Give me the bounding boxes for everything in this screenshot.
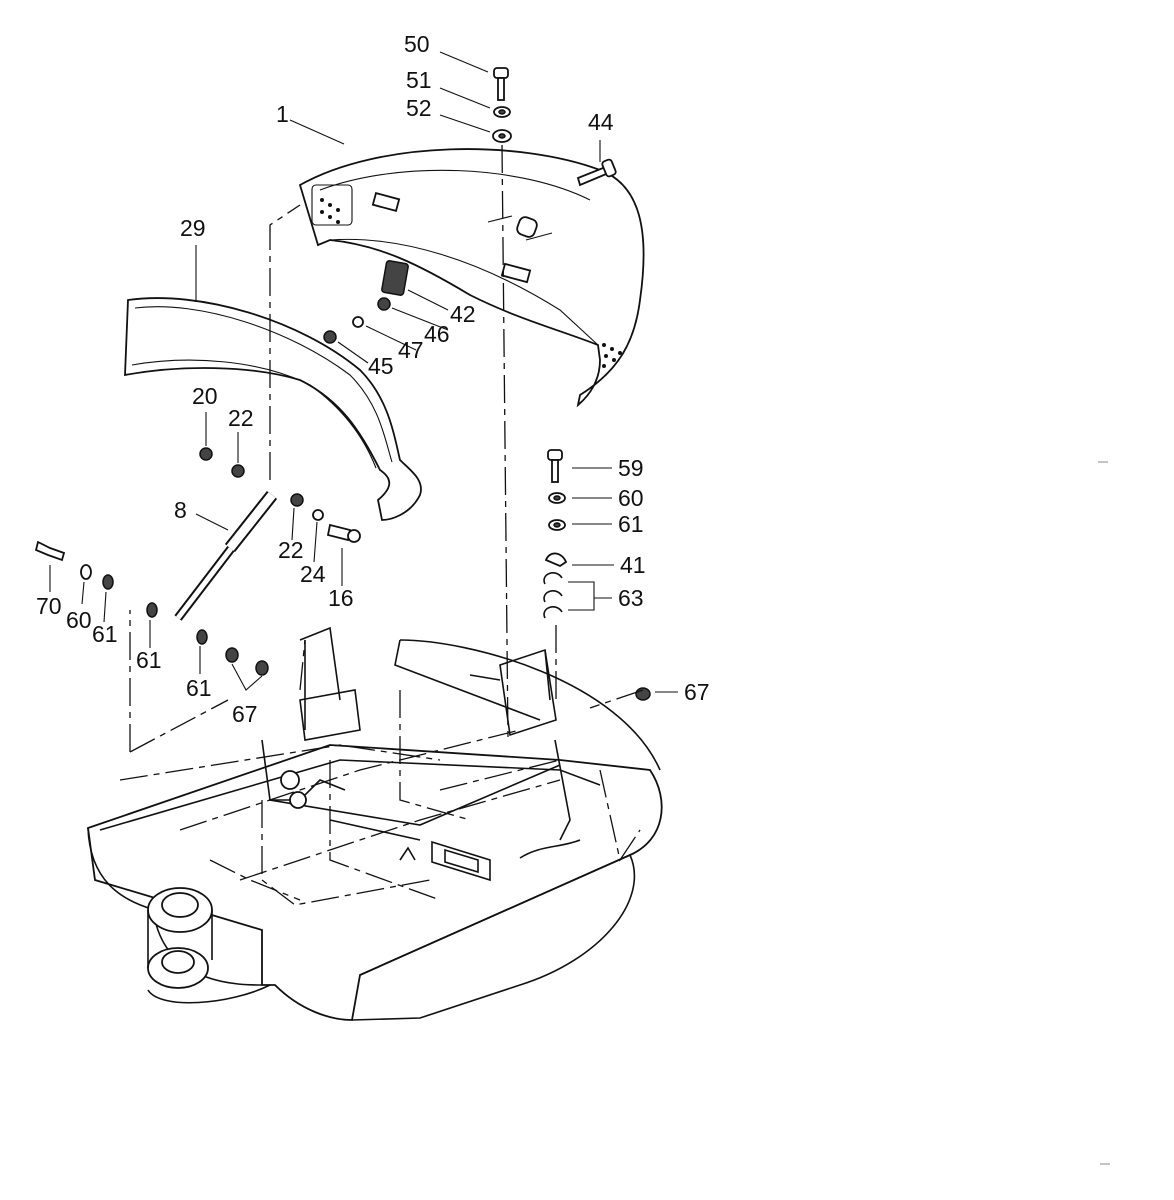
callout-61-right: 61	[618, 511, 644, 537]
callout-42: 42	[450, 301, 476, 327]
callout-60-left: 60	[66, 607, 92, 633]
callout-61-left-a: 61	[92, 621, 118, 647]
assembly-lines	[119, 144, 644, 906]
hood-vent-right	[602, 343, 622, 368]
callout-22-bottom: 22	[278, 537, 304, 563]
callout-47: 47	[398, 337, 424, 363]
callout-45: 45	[368, 353, 394, 379]
callout-52: 52	[406, 95, 432, 121]
callout-41: 41	[620, 552, 646, 578]
callout-24: 24	[300, 561, 326, 587]
callout-8: 8	[174, 497, 187, 523]
callout-51: 51	[406, 67, 432, 93]
callout-22-top: 22	[228, 405, 254, 431]
callout-60-right: 60	[618, 485, 644, 511]
leader-lines	[49, 51, 678, 693]
callout-61-left-c: 61	[186, 675, 212, 701]
gas-strut	[174, 490, 278, 621]
callout-63: 63	[618, 585, 644, 611]
callout-67-right: 67	[684, 679, 710, 705]
frame-base	[87, 626, 663, 1021]
engine-hood	[298, 148, 645, 408]
callout-labels: 50 51 52 44 1 29 42 46 47 45 20 22 8 22 …	[36, 31, 710, 727]
callout-16: 16	[328, 585, 354, 611]
callout-1: 1	[276, 101, 289, 127]
callout-44: 44	[588, 109, 614, 135]
callout-29: 29	[180, 215, 206, 241]
hood-seal	[124, 297, 422, 521]
callout-59: 59	[618, 455, 644, 481]
callout-67-left: 67	[232, 701, 258, 727]
callout-61-left-b: 61	[136, 647, 162, 673]
callout-70: 70	[36, 593, 62, 619]
hood-vent-left	[311, 184, 353, 226]
callout-46: 46	[424, 321, 450, 347]
hardware	[34, 67, 651, 701]
callout-50: 50	[404, 31, 430, 57]
callout-20: 20	[192, 383, 218, 409]
scan-marks	[1098, 461, 1110, 1165]
